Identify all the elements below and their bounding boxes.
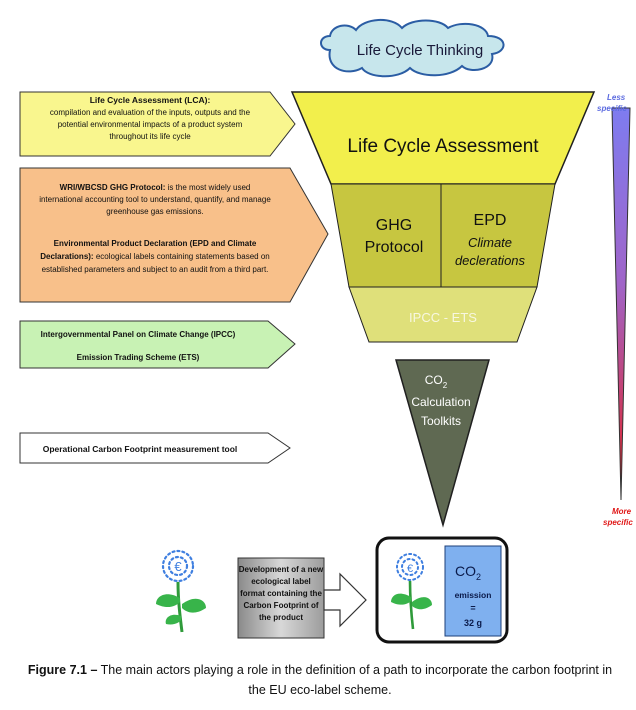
toolkit-calculation: Calculation	[411, 395, 470, 409]
carbon-footprint-label: € CO2 emission = 32 g	[375, 536, 509, 644]
funnel-ipcc-section	[348, 286, 538, 343]
caption-line1: Figure 7.1 – The main actors playing a r…	[20, 660, 620, 680]
dev-line3: format containing the	[240, 589, 322, 598]
arrow-ghg-epd: WRI/WBCSD GHG Protocol: is the most wide…	[19, 167, 329, 303]
cloud-life-cycle-thinking: Life Cycle Thinking	[320, 19, 505, 78]
scale-bottom-line2: specific	[603, 518, 633, 527]
emission-label: emission	[455, 590, 492, 600]
development-box: Development of a new ecological label fo…	[237, 557, 367, 639]
dev-line2: ecological label	[251, 577, 311, 586]
funnel-lca-label: Life Cycle Assessment	[347, 136, 539, 157]
arrow-epd-line2: Declarations): ecological labels contain…	[40, 252, 269, 261]
svg-text:€: €	[174, 559, 182, 574]
right-arrow-icon	[323, 572, 367, 628]
arrow-ocf: Operational Carbon Footprint measurement…	[19, 432, 291, 464]
cloud-label: Life Cycle Thinking	[357, 42, 483, 59]
arrow-ipcc-line1: Intergovernmental Panel on Climate Chang…	[41, 330, 236, 339]
figure-caption: Figure 7.1 – The main actors playing a r…	[20, 660, 620, 700]
scale-top-line1: Less	[607, 93, 626, 102]
toolkit-triangle: CO2 Calculation Toolkits	[395, 359, 490, 528]
arrow-ghg-line1: WRI/WBCSD GHG Protocol: is the most wide…	[60, 183, 251, 192]
caption-text-1: The main actors playing a role in the de…	[97, 663, 613, 677]
scale-bar	[611, 107, 631, 501]
toolkit-toolkits: Toolkits	[421, 414, 461, 428]
dev-line5: the product	[259, 613, 303, 622]
arrow-epd-line3: established parameters and subject to an…	[42, 265, 269, 274]
eu-ecolabel-flower-icon-small: €	[391, 553, 432, 630]
funnel-ghg-label-1: GHG	[376, 217, 412, 234]
caption-line2: the EU eco-label scheme.	[248, 683, 392, 697]
arrow-ipcc-line2: Emission Trading Scheme (ETS)	[77, 353, 200, 362]
diagram-canvas: Life Cycle Thinking Life Cycle Assessmen…	[19, 19, 633, 644]
funnel-ghg-label-2: Protocol	[365, 239, 424, 256]
arrow-ocf-label: Operational Carbon Footprint measurement…	[43, 444, 238, 454]
toolkit-co2: CO2	[425, 373, 448, 390]
dev-line1: Development of a new	[239, 565, 324, 574]
eu-ecolabel-flower-icon: €	[156, 549, 206, 633]
caption-figure-label: Figure 7.1 –	[27, 663, 98, 677]
emission-amount: 32 g	[464, 618, 482, 628]
arrow-ghg-line2: international accounting tool to underst…	[39, 195, 271, 204]
funnel: Life Cycle Assessment GHG Protocol EPD C…	[290, 91, 596, 343]
funnel-epd-label: EPD	[474, 212, 507, 229]
arrow-ipcc-ets: Intergovernmental Panel on Climate Chang…	[19, 320, 296, 369]
funnel-middle-section	[330, 183, 556, 288]
arrow-lca-line1: compilation and evaluation of the inputs…	[50, 108, 251, 117]
arrow-lca-line2: potential environmental impacts of a pro…	[58, 120, 243, 129]
arrow-epd-line1: Environmental Product Declaration (EPD a…	[54, 239, 257, 248]
scale-top-line2: specific	[597, 104, 627, 113]
arrow-ghg-line3: greenhouse gas emissions.	[106, 207, 203, 216]
arrow-lca-title: Life Cycle Assessment (LCA):	[90, 95, 211, 105]
arrow-lca: Life Cycle Assessment (LCA): compilation…	[19, 91, 296, 157]
equals-sign: =	[470, 603, 475, 613]
scale-bottom-line1: More	[612, 507, 632, 516]
specificity-scale: Less specific More specific	[597, 93, 633, 527]
svg-text:€: €	[407, 563, 413, 575]
funnel-ipcc-label: IPCC - ETS	[409, 310, 477, 325]
dev-line4: Carbon Footprint of	[243, 601, 318, 610]
funnel-epd-sub-1: Climate	[468, 235, 512, 250]
co2-label: CO2	[455, 563, 481, 582]
funnel-epd-sub-2: declerations	[455, 253, 526, 268]
arrow-lca-line3: throughout its life cycle	[109, 132, 191, 141]
